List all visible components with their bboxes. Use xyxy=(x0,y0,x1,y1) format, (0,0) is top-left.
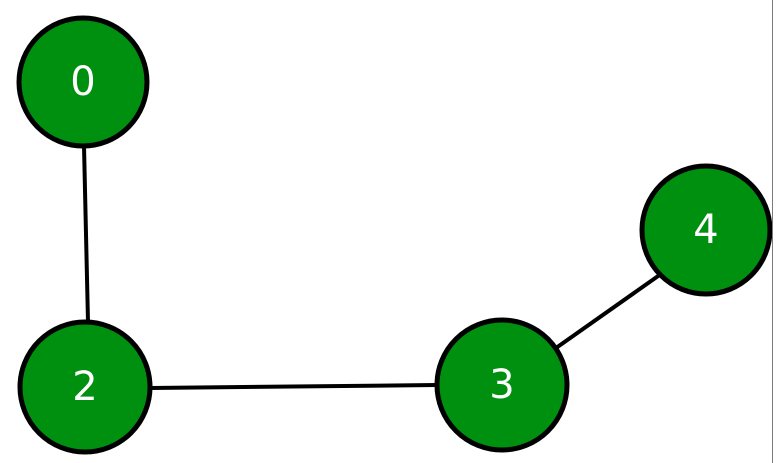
graph-edge-3-4[interactable] xyxy=(554,272,663,350)
graph-edge-2-3[interactable] xyxy=(149,383,438,390)
graph-node-circle-3[interactable] xyxy=(434,317,570,453)
graph-node-label-0: 0 xyxy=(70,59,95,105)
graph-node-0[interactable]: 0 xyxy=(16,15,150,149)
graph-node-3[interactable]: 3 xyxy=(434,317,570,453)
graph-node-circle-2[interactable] xyxy=(17,319,153,455)
graph-node-label-3: 3 xyxy=(489,362,514,408)
graph-edge-0-2[interactable] xyxy=(82,145,90,323)
graph-node-2[interactable]: 2 xyxy=(17,319,153,455)
graph-node-circle-4[interactable] xyxy=(639,163,773,297)
edges-layer xyxy=(82,145,663,390)
nodes-layer: 0 2 3 4 xyxy=(16,15,773,455)
graph-node-label-2: 2 xyxy=(72,364,97,410)
graph-node-label-4: 4 xyxy=(693,207,718,253)
graph-node-circle-0[interactable] xyxy=(16,15,150,149)
graph-node-4[interactable]: 4 xyxy=(639,163,773,297)
